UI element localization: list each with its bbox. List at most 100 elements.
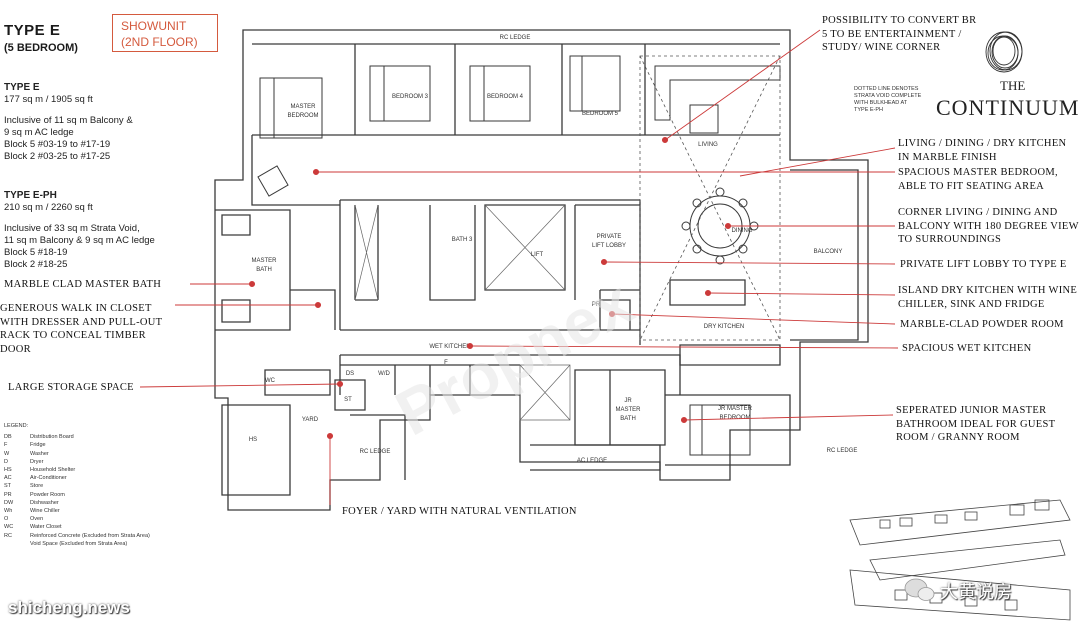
legend-item: PR Powder Room	[4, 491, 164, 499]
type-e-info: TYPE E 177 sq m / 1905 sq ft Inclusive o…	[4, 82, 133, 163]
callout-wet-kitchen: SPACIOUS WET KITCHEN	[902, 343, 1032, 354]
callout-convert-line1: POSSIBILITY TO CONVERT BR	[822, 15, 977, 26]
legend-desc: Oven	[30, 516, 44, 523]
legend-desc: Dryer	[30, 458, 44, 465]
callout-storage: LARGE STORAGE SPACE	[8, 382, 134, 393]
label-living: LIVING	[698, 142, 718, 148]
legend-item: F Fridge	[4, 441, 164, 449]
label-master-bedroom-1: MASTER	[290, 104, 316, 110]
callout-convert-br5: POSSIBILITY TO CONVERT BR 5 TO BE ENTERT…	[822, 14, 976, 55]
propnex-watermark: Propnex	[384, 265, 644, 449]
label-ds: DS	[346, 371, 354, 377]
legend-desc: Water Closet	[30, 524, 62, 531]
legend-abbr: WC	[4, 524, 14, 531]
legend-item: ST Store	[4, 482, 164, 490]
type-e-incl-1: Inclusive of 11 sq m Balcony &	[4, 115, 133, 126]
callout-private-lift: PRIVATE LIFT LOBBY TO TYPE E	[900, 259, 1067, 270]
label-rc-ledge-top: RC LEDGE	[500, 35, 531, 41]
label-dining: DINING	[732, 228, 753, 234]
type-eph-info: TYPE E-PH 210 sq m / 2260 sq ft Inclusiv…	[4, 190, 155, 271]
callout-island-line2: CHILLER, SINK AND FRIDGE	[898, 298, 1045, 310]
callout-junior-line3: ROOM / GRANNY ROOM	[896, 432, 1020, 443]
label-jr-bedroom-2: BEDROOM	[719, 415, 750, 421]
type-eph-area: 210 sq m / 2260 sq ft	[4, 202, 93, 213]
legend-desc: Distribution Board	[30, 434, 74, 441]
wechat-watermark: 大黄说房	[940, 582, 1012, 602]
callout-master-line1: SPACIOUS MASTER BEDROOM,	[898, 167, 1058, 178]
legend-abbr: PR	[4, 491, 12, 498]
callout-walk-in-line1: GENEROUS WALK IN CLOSET	[0, 303, 152, 314]
label-pr: PR	[592, 302, 601, 308]
label-bedroom-3: BEDROOM 3	[392, 94, 429, 100]
label-rc-ledge-mid: RC LEDGE	[360, 449, 391, 455]
legend-desc: Store	[30, 483, 44, 490]
bedroom-count: (5 BEDROOM)	[4, 42, 78, 54]
label-bedroom-4: BEDROOM 4	[487, 94, 524, 100]
label-master-bath-2: BATH	[256, 267, 272, 273]
legend-abbr: O	[4, 516, 9, 523]
label-dry-kitchen: DRY KITCHEN	[704, 324, 744, 330]
legend-abbr: Wh	[4, 508, 13, 515]
label-wc: WC	[265, 378, 276, 384]
callout-corner-line2: BALCONY WITH 180 DEGREE VIEW	[898, 220, 1079, 232]
label-ac-ledge: AC LEDGE	[577, 458, 607, 464]
legend-item: WC Water Closet	[4, 523, 164, 531]
legend-item: O Oven	[4, 515, 164, 523]
legend-abbr: AC	[4, 475, 12, 482]
callout-living-line1: LIVING / DINING / DRY KITCHEN	[898, 138, 1067, 149]
legend-abbr: DW	[4, 499, 14, 506]
label-f: F	[444, 360, 448, 366]
label-wet-kitchen: WET KITCHEN	[429, 344, 470, 350]
type-eph-block2: Block 2 #18-25	[4, 259, 68, 270]
label-st: ST	[344, 397, 352, 403]
legend-desc: Fridge	[30, 442, 46, 449]
label-private-lift-2: LIFT LOBBY	[592, 243, 626, 249]
callout-island-kitchen: ISLAND DRY KITCHEN WITH WINE CHILLER, SI…	[898, 284, 1077, 311]
callout-convert-line2: 5 TO BE ENTERTAINMENT /	[822, 28, 962, 40]
legend-desc: Powder Room	[30, 491, 65, 498]
label-lift: LIFT	[531, 252, 544, 258]
type-e-incl-2: 9 sq m AC ledge	[4, 127, 74, 138]
callout-powder-room: MARBLE-CLAD POWDER ROOM	[900, 319, 1064, 330]
legend-abbr: ST	[4, 483, 12, 490]
callout-master-bedroom: SPACIOUS MASTER BEDROOM, ABLE TO FIT SEA…	[898, 166, 1058, 193]
callout-marble-bath: MARBLE CLAD MASTER BATH	[4, 279, 162, 290]
showunit-label: SHOWUNIT	[121, 19, 187, 33]
legend-item: Wh Wine Chiller	[4, 507, 164, 515]
legend-abbr: F	[4, 442, 8, 449]
legend-abbr: W	[4, 450, 10, 457]
showunit-badge: SHOWUNIT (2ND FLOOR)	[112, 14, 218, 52]
callout-walk-in-line3: RACK TO CONCEAL TIMBER	[0, 330, 146, 341]
label-jr-bath-1: JR	[624, 398, 632, 404]
type-eph-name: TYPE E-PH	[4, 190, 57, 201]
label-wd: W/D	[378, 371, 390, 377]
callout-island-line1: ISLAND DRY KITCHEN WITH WINE	[898, 285, 1078, 296]
callout-corner-line1: CORNER LIVING / DINING AND	[898, 207, 1058, 218]
label-balcony: BALCONY	[814, 249, 843, 255]
wechat-icon	[904, 578, 935, 601]
legend-desc: Wine Chiller	[30, 508, 60, 515]
legend-item: Void Space (Excluded from Strata Area)	[4, 540, 164, 548]
legend-desc: Washer	[30, 450, 49, 457]
dotted-note-line1: DOTTED LINE DENOTES	[854, 86, 919, 92]
logo-the: THE	[1000, 78, 1026, 93]
type-e-block2: Block 2 #03-25 to #17-25	[4, 151, 111, 162]
label-yard: YARD	[302, 417, 319, 423]
label-private-lift-1: PRIVATE	[597, 234, 622, 240]
showunit-floor: (2ND FLOOR)	[121, 35, 198, 49]
type-eph-incl-1: Inclusive of 33 sq m Strata Void,	[4, 223, 140, 234]
callout-living-dining: LIVING / DINING / DRY KITCHEN IN MARBLE …	[898, 137, 1066, 164]
legend-desc: Dishwasher	[30, 499, 59, 506]
label-bath-3: BATH 3	[452, 237, 473, 243]
callout-junior-master: SEPERATED JUNIOR MASTER BATHROOM IDEAL F…	[896, 404, 1055, 445]
callout-junior-line2: BATHROOM IDEAL FOR GUEST	[896, 418, 1056, 430]
callout-living-line2: IN MARBLE FINISH	[898, 151, 997, 163]
label-rc-ledge-right: RC LEDGE	[827, 448, 858, 454]
